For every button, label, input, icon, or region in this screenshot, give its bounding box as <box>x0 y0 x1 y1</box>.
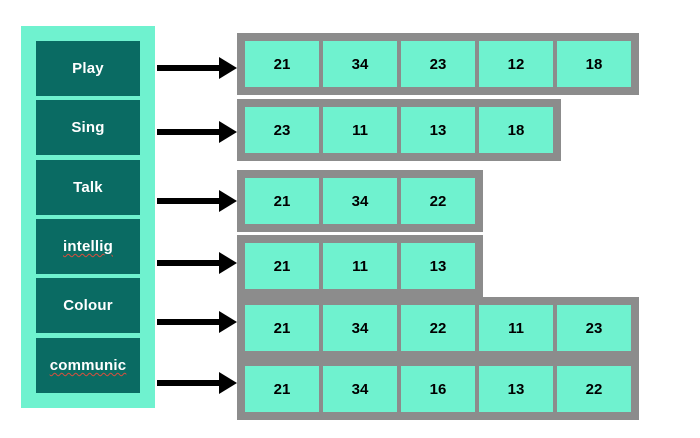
array-cell[interactable]: 12 <box>479 41 553 87</box>
array-cell-value: 34 <box>351 55 369 73</box>
array-cell[interactable]: 18 <box>557 41 631 87</box>
array-cell-value: 16 <box>429 380 447 398</box>
sidebar-item-label: Talk <box>73 179 103 196</box>
arrow-head <box>219 252 237 274</box>
array-cell[interactable]: 34 <box>323 178 397 224</box>
array-row: 21 34 22 11 23 <box>237 297 639 359</box>
arrow-play-icon <box>157 57 237 79</box>
array-cell[interactable]: 23 <box>557 305 631 351</box>
arrow-shaft <box>157 260 219 266</box>
array-cell-value: 18 <box>585 55 603 73</box>
array-cell[interactable]: 34 <box>323 366 397 412</box>
array-cell-value: 21 <box>273 380 291 398</box>
array-cell[interactable]: 21 <box>245 305 319 351</box>
sidebar-item-sing[interactable]: Sing <box>36 100 140 155</box>
sidebar-item-colour[interactable]: Colour <box>36 278 140 333</box>
array-cell[interactable]: 13 <box>401 243 475 289</box>
arrow-sing-icon <box>157 121 237 143</box>
array-cell[interactable]: 22 <box>557 366 631 412</box>
array-row: 21 34 23 12 18 <box>237 33 639 95</box>
arrow-shaft <box>157 380 219 386</box>
array-cell-value: 23 <box>429 55 447 73</box>
arrow-head <box>219 190 237 212</box>
arrow-head <box>219 121 237 143</box>
arrow-intellig-icon <box>157 252 237 274</box>
array-cell-value: 23 <box>585 319 603 337</box>
sidebar-item-label: communic <box>49 357 127 374</box>
array-cell[interactable]: 34 <box>323 305 397 351</box>
array-cell-value: 18 <box>507 121 525 139</box>
array-cell[interactable]: 18 <box>479 107 553 153</box>
array-cell-value: 21 <box>273 192 291 210</box>
arrow-shaft <box>157 198 219 204</box>
sidebar-item-label: Play <box>72 60 104 77</box>
array-cell[interactable]: 13 <box>479 366 553 412</box>
array-cell-value: 13 <box>429 121 447 139</box>
sidebar-item-label: intellig <box>63 238 113 255</box>
array-cell[interactable]: 21 <box>245 243 319 289</box>
array-cell[interactable]: 21 <box>245 178 319 224</box>
array-cell[interactable]: 13 <box>401 107 475 153</box>
array-cell-value: 11 <box>352 257 368 275</box>
sidebar-item-intellig[interactable]: intellig <box>36 219 140 274</box>
array-cell-value: 13 <box>507 380 525 398</box>
array-cell-value: 23 <box>273 121 291 139</box>
array-cell-value: 13 <box>429 257 447 275</box>
array-cell[interactable]: 16 <box>401 366 475 412</box>
array-cell-value: 11 <box>508 319 524 337</box>
array-cell-value: 22 <box>585 380 603 398</box>
arrow-head <box>219 57 237 79</box>
array-cell[interactable]: 34 <box>323 41 397 87</box>
array-cell-value: 34 <box>351 192 369 210</box>
sidebar-item-label: Sing <box>71 119 105 136</box>
array-row: 23 11 13 18 <box>237 99 561 161</box>
array-cell[interactable]: 22 <box>401 178 475 224</box>
array-cell-value: 34 <box>351 380 369 398</box>
array-row: 21 34 16 13 22 <box>237 358 639 420</box>
sidebar-item-talk[interactable]: Talk <box>36 160 140 215</box>
array-cell-value: 21 <box>273 55 291 73</box>
array-cell[interactable]: 11 <box>323 243 397 289</box>
array-row: 21 34 22 <box>237 170 483 232</box>
array-cell[interactable]: 11 <box>323 107 397 153</box>
array-cell[interactable]: 22 <box>401 305 475 351</box>
arrow-colour-icon <box>157 311 237 333</box>
arrow-shaft <box>157 319 219 325</box>
array-cell[interactable]: 11 <box>479 305 553 351</box>
array-cell[interactable]: 23 <box>245 107 319 153</box>
array-cell-value: 22 <box>429 319 447 337</box>
array-cell-value: 34 <box>351 319 369 337</box>
array-cell-value: 22 <box>429 192 447 210</box>
arrow-shaft <box>157 129 219 135</box>
arrow-talk-icon <box>157 190 237 212</box>
arrow-shaft <box>157 65 219 71</box>
arrow-head <box>219 311 237 333</box>
array-row: 21 11 13 <box>237 235 483 297</box>
array-cell-value: 12 <box>507 55 525 73</box>
array-cell[interactable]: 23 <box>401 41 475 87</box>
array-cell-value: 21 <box>273 257 291 275</box>
sidebar-item-play[interactable]: Play <box>36 41 140 96</box>
sidebar-item-label: Colour <box>63 297 113 314</box>
array-cell[interactable]: 21 <box>245 41 319 87</box>
array-cell-value: 11 <box>352 121 368 139</box>
sidebar-item-communic[interactable]: communic <box>36 338 140 393</box>
arrow-head <box>219 372 237 394</box>
array-cell[interactable]: 21 <box>245 366 319 412</box>
arrow-communic-icon <box>157 372 237 394</box>
array-cell-value: 21 <box>273 319 291 337</box>
